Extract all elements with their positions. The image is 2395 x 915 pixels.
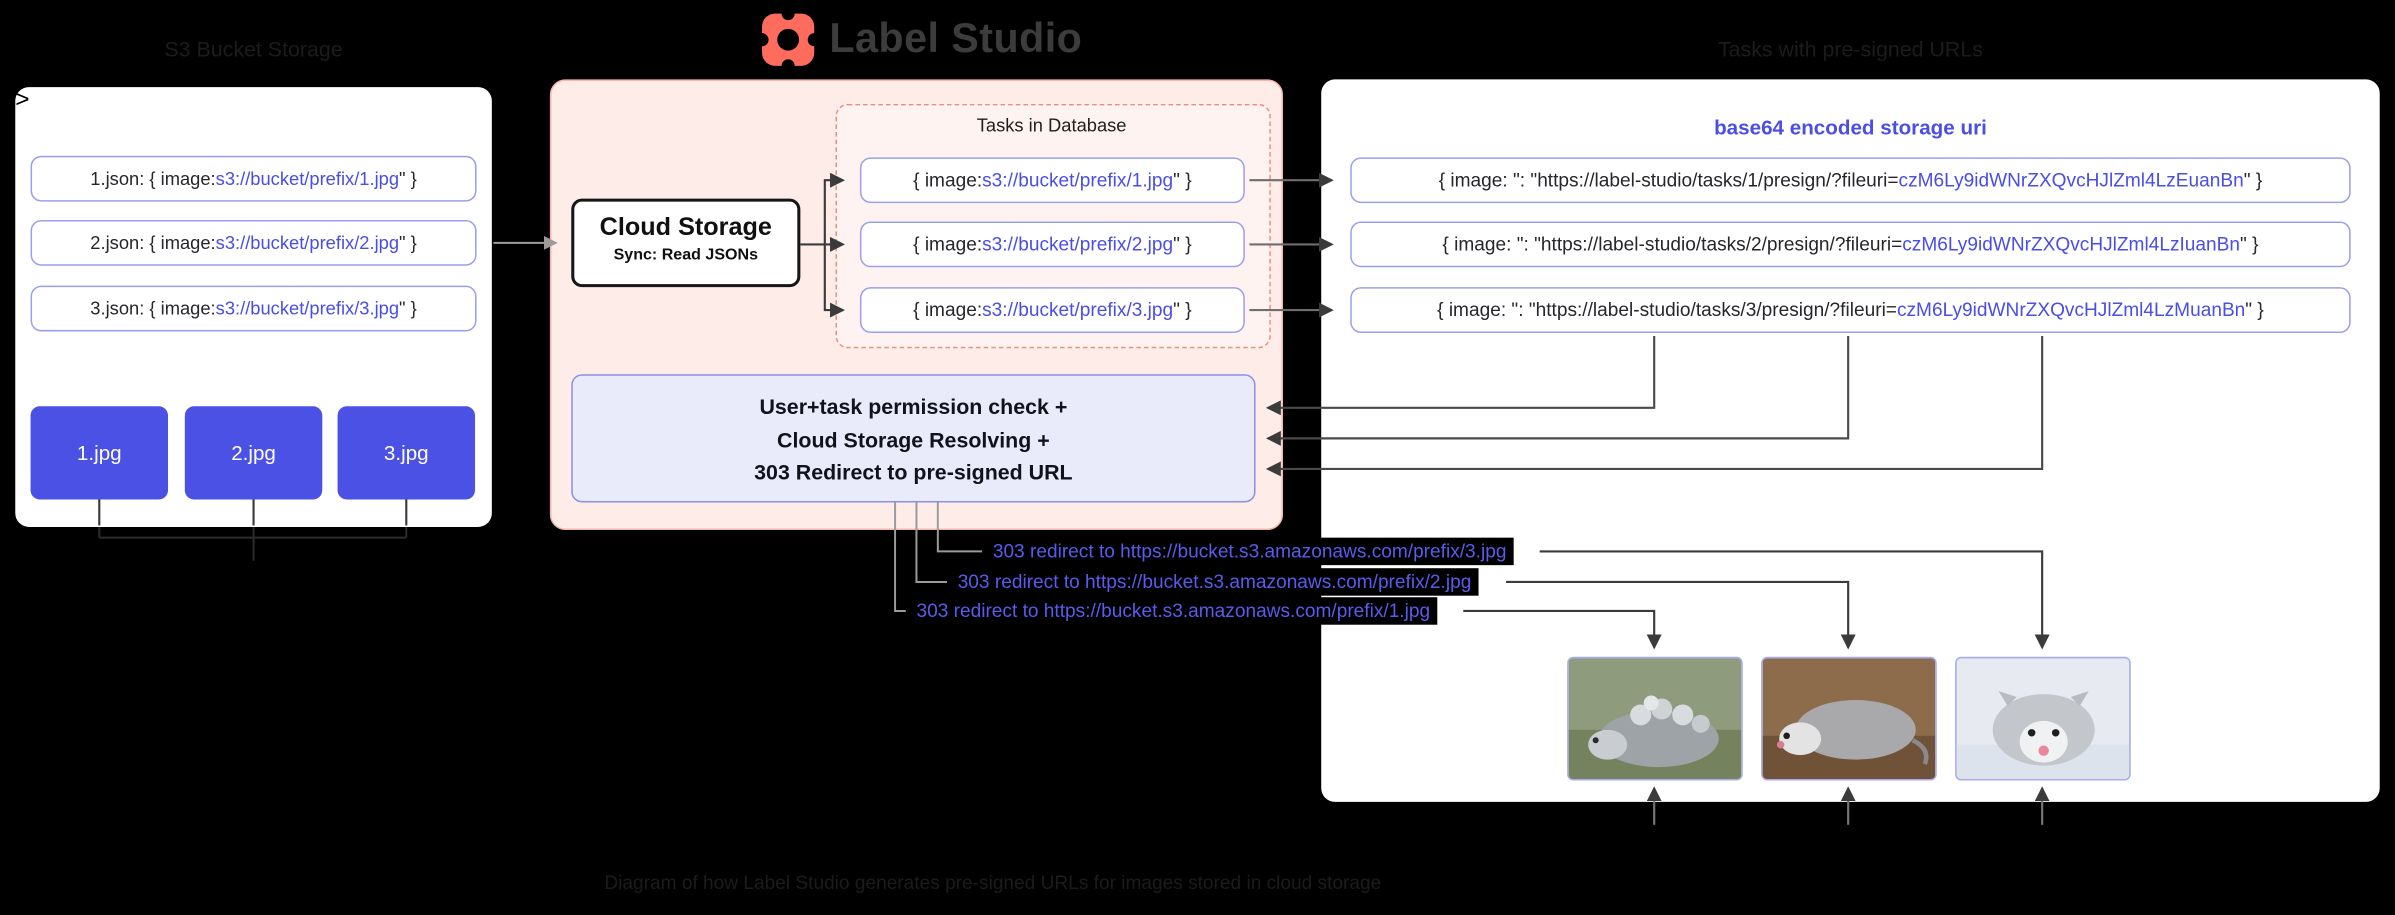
base64-uri-link: czM6Ly9idWNrZXQvcHJlZml4LzMuanBn <box>1896 299 2246 321</box>
image-file-label: 1.jpg <box>76 441 122 465</box>
left-panel-title: S3 Bucket Storage <box>164 36 343 62</box>
base64-header: base64 encoded storage uri <box>1714 116 1987 139</box>
s3-uri-link: s3://bucket/prefix/1.jpg <box>215 168 400 190</box>
label-studio-logotype: Label Studio <box>829 15 1083 62</box>
redirect-label-2: 303 redirect to https://bucket.s3.amazon… <box>950 568 1479 596</box>
presign-url-text: { image: ": "https://label-studio/tasks/… <box>1437 299 1897 321</box>
s3-uri-link: s3://bucket/prefix/1.jpg <box>982 169 1174 191</box>
json-file-text: 2.json: { image: <box>90 232 216 254</box>
json-file-text-suffix: " } <box>399 297 417 320</box>
json-file-box-1: 1.json: { image: s3://bucket/prefix/1.jp… <box>30 155 477 202</box>
s3-uri-link: s3://bucket/prefix/2.jpg <box>982 233 1174 256</box>
label-studio-logo-icon <box>755 7 821 73</box>
task-text: { image: <box>913 299 983 321</box>
right-panel-title: Tasks with pre-signed URLs <box>1717 36 1983 62</box>
opossum-photo-2 <box>1761 656 1937 781</box>
s3-uri-link: s3://bucket/prefix/3.jpg <box>215 297 400 320</box>
json-file-text-suffix: " } <box>399 232 417 254</box>
permission-check-box: User+task permission check + Cloud Stora… <box>571 374 1256 503</box>
cloud-storage-title: Cloud Storage <box>599 213 772 242</box>
presign-url-text: { image: ": "https://label-studio/tasks/… <box>1438 169 1899 191</box>
cloud-storage-subtitle: Sync: Read JSONs <box>613 245 759 265</box>
redirect-label-1: 303 redirect to https://bucket.s3.amazon… <box>908 597 1438 625</box>
task-text-suffix: " } <box>1173 299 1192 321</box>
base64-uri-link: czM6Ly9idWNrZXQvcHJlZml4LzIuanBn <box>1902 233 2241 256</box>
presign-url-text: { image: ": "https://label-studio/tasks/… <box>1442 233 1903 256</box>
permission-line-2: Cloud Storage Resolving + <box>777 426 1050 452</box>
task-text: { image: <box>913 169 983 191</box>
db-task-box-1: { image: s3://bucket/prefix/1.jpg" } <box>859 157 1245 204</box>
s3-uri-link: s3://bucket/prefix/3.jpg <box>982 299 1174 321</box>
tasks-in-database-label: Tasks in Database <box>976 114 1127 136</box>
opossum-photo-1 <box>1567 656 1743 781</box>
json-file-text: 3.json: { image: <box>90 297 216 320</box>
image-file-tile-1: 1.jpg <box>30 406 169 500</box>
s3-uri-link: s3://bucket/prefix/2.jpg <box>215 232 400 254</box>
task-text: { image: <box>913 233 983 256</box>
redirect-label-3: 303 redirect to https://bucket.s3.amazon… <box>985 537 1515 566</box>
task-text-suffix: " } <box>1173 233 1192 256</box>
db-task-box-2: { image: s3://bucket/prefix/2.jpg" } <box>859 221 1245 268</box>
cloud-storage-box: Cloud Storage Sync: Read JSONs <box>571 198 801 288</box>
image-file-tile-3: 3.jpg <box>337 406 476 500</box>
json-file-box-3: 3.json: { image: s3://bucket/prefix/3.jp… <box>30 285 477 332</box>
permission-line-1: User+task permission check + <box>759 394 1068 419</box>
image-file-tile-2: 2.jpg <box>184 406 323 500</box>
image-file-label: 2.jpg <box>231 441 276 465</box>
diagram-caption: Diagram of how Label Studio generates pr… <box>604 872 1382 894</box>
image-file-label: 3.jpg <box>383 441 429 465</box>
permission-line-3: 303 Redirect to pre-signed URL <box>754 459 1073 485</box>
presigned-task-box-1: { image: ": "https://label-studio/tasks/… <box>1350 157 2351 204</box>
presign-url-suffix: " } <box>2243 169 2263 191</box>
json-file-text-suffix: " } <box>399 168 417 190</box>
base64-uri-link: czM6Ly9idWNrZXQvcHJlZml4LzEuanBn <box>1898 169 2244 191</box>
presigned-task-box-3: { image: ": "https://label-studio/tasks/… <box>1350 287 2351 333</box>
json-file-box-2: 2.json: { image: s3://bucket/prefix/2.jp… <box>30 219 477 266</box>
task-text-suffix: " } <box>1173 169 1192 191</box>
opossum-photo-3 <box>1955 656 2131 781</box>
presign-url-suffix: " } <box>2240 233 2259 256</box>
presign-url-suffix: " } <box>2245 299 2264 321</box>
presigned-task-box-2: { image: ": "https://label-studio/tasks/… <box>1350 221 2351 268</box>
db-task-box-3: { image: s3://bucket/prefix/3.jpg" } <box>859 287 1245 333</box>
json-file-text: 1.json: { image: <box>90 168 216 190</box>
